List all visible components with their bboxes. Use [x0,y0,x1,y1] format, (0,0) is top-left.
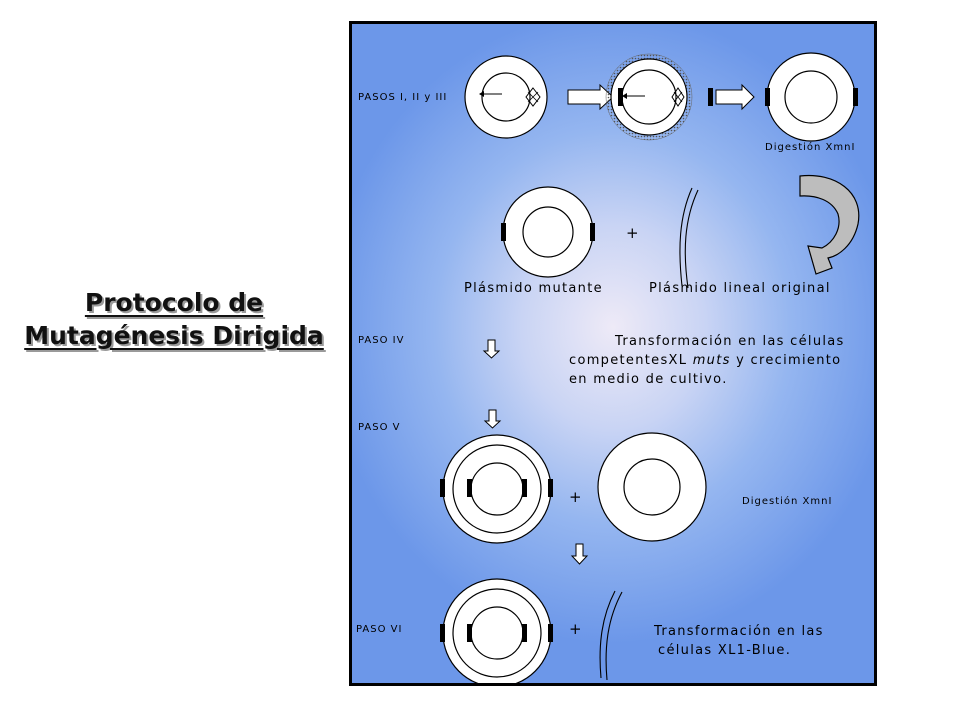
down-arrow-2 [483,409,502,429]
step-label-5: PASO V [358,422,401,433]
plasmid-thick-ring [597,432,707,542]
linear-plasmid-strands [679,187,699,289]
label-digestion-top: Digestión XmnI [765,142,856,153]
page-title: Protocolo de Mutagénesis Dirigida [0,286,348,352]
transformation-2-line-2: células XL1-Blue. [658,643,792,658]
text-transformation-1: Transformación en las células competente… [569,332,874,389]
label-plasmid-mutant: Plásmido mutante [464,281,603,296]
step-label-1-3: PASOS I, II y III [358,92,448,103]
step-label-4: PASO IV [358,335,405,346]
transformation-1-italic: muts [692,353,731,368]
transformation-1-post: y crecimiento [736,353,842,368]
step-label-6: PASO VI [356,624,403,635]
plus-sign-2: + [569,488,582,506]
transformation-2-line-1: Transformación en las [654,624,824,639]
transformation-1-line-2: competentesXL muts y crecimiento [569,351,874,370]
plasmid-synthesis [605,53,713,141]
plasmid-double-ring-b [440,578,553,683]
title-line-1: Protocolo de [84,288,264,317]
plasmid-mutant [501,186,595,278]
transformation-1-line-1: Transformación en las células [615,334,845,349]
diagram-artwork [440,52,860,683]
plasmid-digested [765,52,858,142]
block-arrow-2 [715,83,755,111]
text-transformation-2: Transformación en las células XL1-Blue. [654,622,824,660]
label-plasmid-linear: Plásmido lineal original [649,281,831,296]
plus-sign-1: + [626,224,639,242]
linear-strands-final [599,590,623,681]
protocol-diagram-panel: PASOS I, II y III Digestión XmnI + Plásm… [349,21,877,686]
down-arrow-1 [482,339,501,359]
down-arrow-3 [570,543,589,565]
transformation-1-pre: competentesXL [569,353,688,368]
plus-sign-3: + [569,620,582,638]
plasmid-with-primer [464,55,548,139]
title-line-2: Mutagénesis Dirigida [24,321,324,350]
plasmid-double-ring-a [440,434,553,544]
transformation-1-line-3: en medio de cultivo. [569,372,728,387]
curved-arrow [799,174,860,275]
label-digestion-mid: Digestión XmnI [742,496,833,507]
